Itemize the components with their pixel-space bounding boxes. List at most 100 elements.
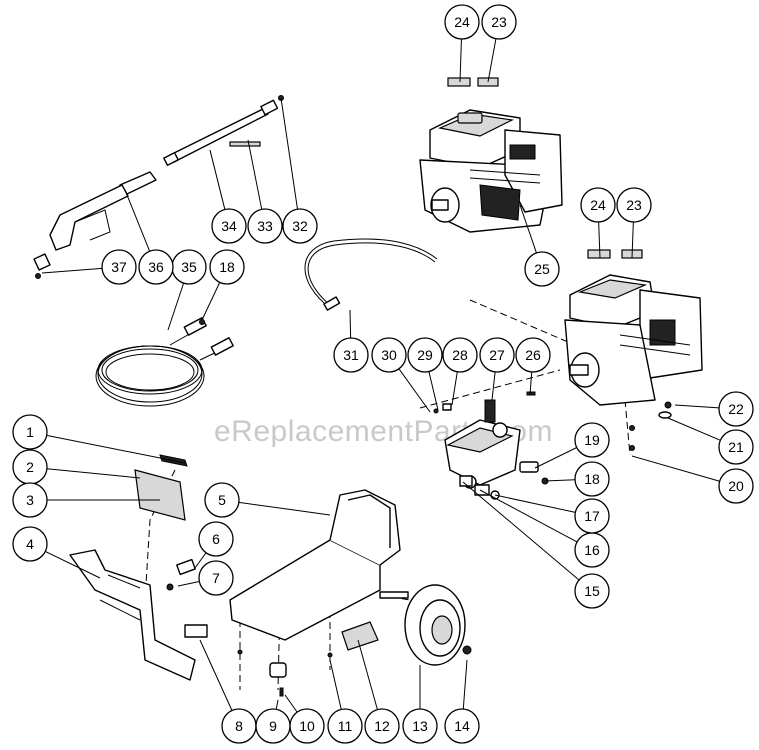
callout-7: 7 (198, 560, 234, 596)
engine-lower (564, 274, 703, 406)
leader-line (479, 489, 578, 543)
callout-label: 23 (491, 14, 507, 30)
callout-circle (327, 708, 363, 744)
callout-18: 18 (209, 249, 245, 285)
callout-12: 12 (364, 708, 400, 744)
callout-17: 17 (574, 498, 610, 534)
callout-circle (333, 337, 369, 373)
callout-label: 37 (111, 259, 127, 275)
callout-label: 9 (269, 718, 277, 734)
callout-label: 25 (534, 261, 550, 277)
callout-3: 3 (12, 482, 48, 518)
callout-21: 21 (718, 429, 754, 465)
callout-22: 22 (718, 391, 754, 427)
callout-circle (101, 249, 137, 285)
callout-label: 30 (381, 347, 397, 363)
leader-line (177, 581, 200, 587)
leader-line (631, 455, 720, 482)
callout-label: 27 (489, 347, 505, 363)
callout-label: 24 (454, 14, 470, 30)
leader-line (398, 368, 431, 413)
callout-circle (198, 560, 234, 596)
callout-circle (402, 708, 438, 744)
callout-label: 7 (212, 570, 220, 586)
callout-20: 20 (718, 468, 754, 504)
callout-circle (444, 4, 480, 40)
leader-line (674, 404, 720, 409)
callout-label: 22 (728, 401, 744, 417)
callout-label: 10 (299, 718, 315, 734)
callout-25: 25 (524, 251, 560, 287)
leader-line (280, 97, 298, 210)
callout-label: 1 (26, 424, 34, 440)
callout-label: 26 (525, 347, 541, 363)
callout-1: 1 (12, 414, 48, 450)
callout-label: 28 (452, 347, 468, 363)
leader-line (201, 282, 221, 321)
hose-coil (95, 317, 234, 407)
frame (69, 549, 208, 681)
callout-15: 15 (574, 573, 610, 609)
callout-10: 10 (289, 708, 325, 744)
callout-circle (247, 208, 283, 244)
leader-line (167, 282, 185, 331)
callout-29: 29 (407, 337, 443, 373)
callout-circle (204, 482, 240, 518)
callout-label: 33 (257, 218, 273, 234)
callout-14: 14 (444, 708, 480, 744)
callout-33: 33 (247, 208, 283, 244)
callout-label: 8 (235, 718, 243, 734)
callout-label: 21 (728, 439, 744, 455)
leader-line (631, 221, 634, 259)
callout-16: 16 (574, 532, 610, 568)
callout-label: 6 (212, 531, 220, 547)
callout-label: 18 (219, 259, 235, 275)
callout-34: 34 (211, 208, 247, 244)
callout-label: 14 (454, 718, 470, 734)
callout-circle (364, 708, 400, 744)
callout-circle (574, 498, 610, 534)
callout-circle (515, 337, 551, 373)
callout-circle (580, 187, 616, 223)
fittings (433, 391, 672, 500)
callout-8: 8 (221, 708, 257, 744)
decal-parts (134, 454, 196, 591)
callout-label: 17 (584, 508, 600, 524)
leader-line (194, 552, 207, 569)
callout-32: 32 (282, 208, 318, 244)
leader-line (238, 501, 331, 516)
callout-circle (12, 482, 48, 518)
callout-circle (479, 337, 515, 373)
callout-35: 35 (171, 249, 207, 285)
callout-label: 31 (343, 347, 359, 363)
leader-line (357, 639, 378, 710)
leader-line (46, 468, 141, 479)
callout-circle (574, 422, 610, 458)
callout-4: 4 (12, 526, 48, 562)
callout-label: 2 (26, 459, 34, 475)
engine-upper (419, 109, 563, 233)
leader-line (451, 371, 458, 406)
callout-label: 23 (626, 197, 642, 213)
leader-line (349, 309, 352, 339)
leader-line (199, 639, 233, 711)
callout-circle (289, 708, 325, 744)
callout-27: 27 (479, 337, 515, 373)
callout-circle (282, 208, 318, 244)
callout-circle (481, 4, 517, 40)
callout-31: 31 (333, 337, 369, 373)
callout-9: 9 (255, 708, 291, 744)
leader-line (598, 221, 601, 259)
callout-label: 36 (148, 259, 164, 275)
leader-line (462, 481, 580, 581)
callout-24: 24 (580, 187, 616, 223)
callout-label: 16 (584, 542, 600, 558)
callout-circle (12, 526, 48, 562)
callout-label: 32 (292, 218, 308, 234)
leader-line (45, 550, 101, 579)
callout-23: 23 (481, 4, 517, 40)
callout-circle (718, 429, 754, 465)
callout-label: 5 (218, 492, 226, 508)
